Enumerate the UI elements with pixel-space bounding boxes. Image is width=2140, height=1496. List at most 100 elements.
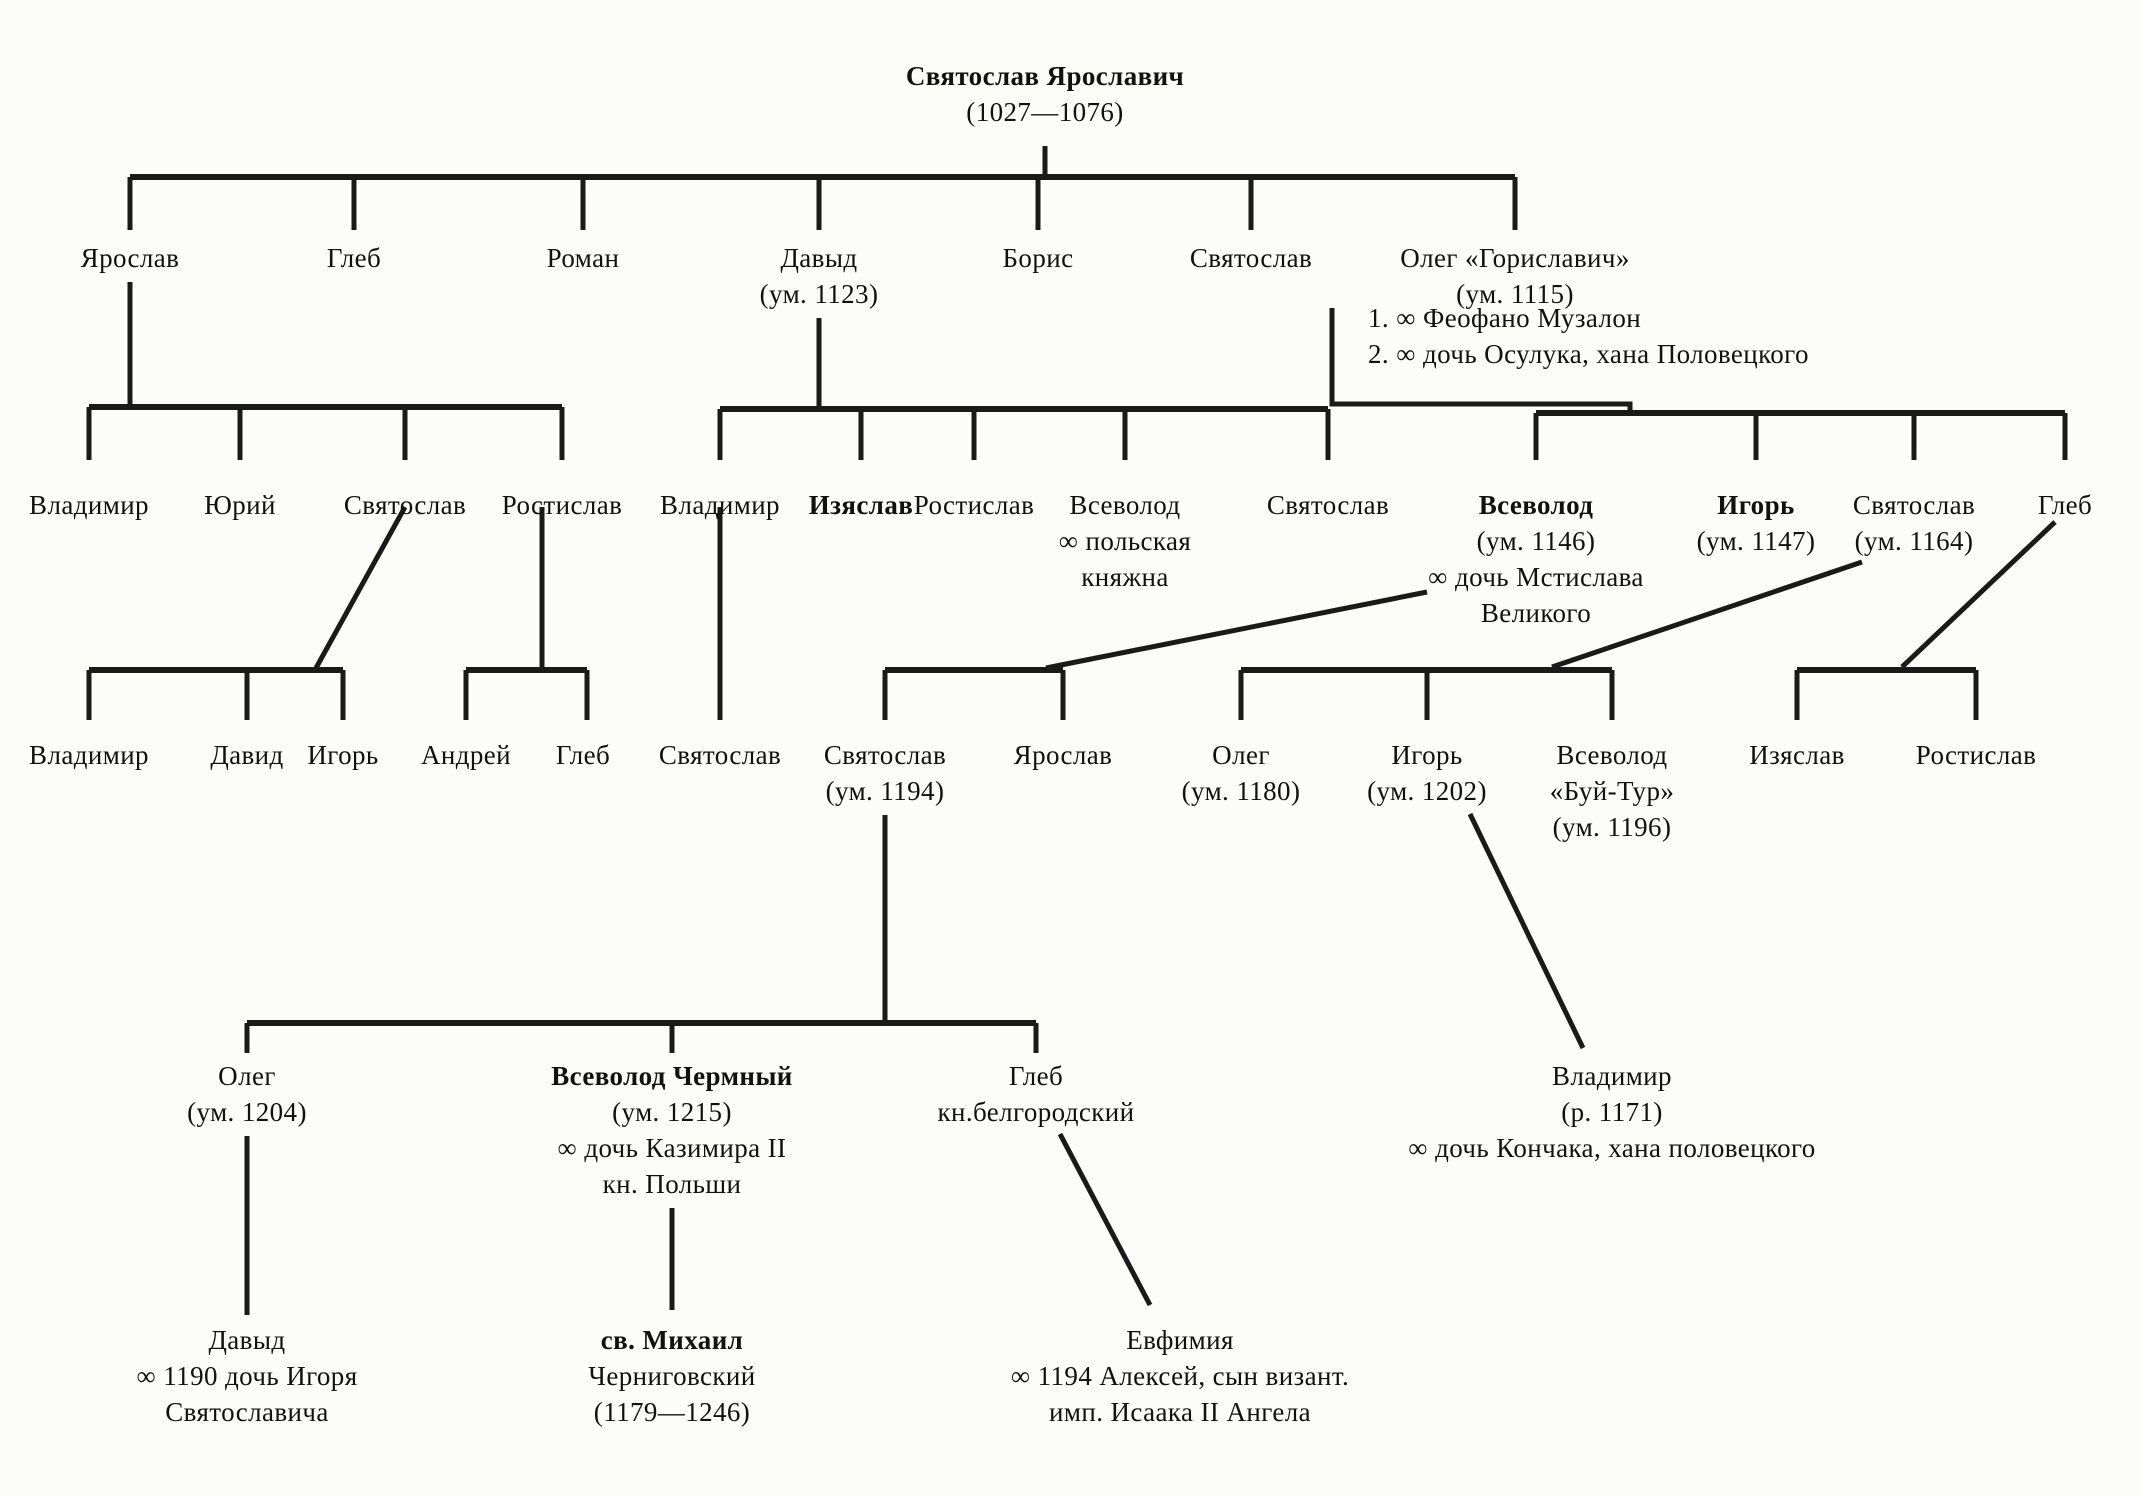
person-rostislav-1: Ростислав [502, 487, 623, 523]
person-oleg-gorislavich: Олег «Гориславич»(ум. 1115) [1400, 240, 1629, 312]
person-label-line: (ум. 1115) [1456, 279, 1574, 309]
person-label-line: (ум. 1202) [1367, 776, 1487, 806]
person-vladimir-2: Владимир [660, 487, 780, 523]
person-label-line: Святослав [823, 740, 947, 770]
person-label-line: Давыд [208, 1325, 286, 1355]
person-evfimiya: Евфимия ∞ 1194 Алексей, сын визант. имп. И… [1011, 1322, 1349, 1430]
person-label-line: Всеволод [1478, 490, 1594, 520]
person-izyaslav-2: Изяслав [1749, 737, 1845, 773]
person-oleg-1204: Олег (ум. 1204) [187, 1058, 307, 1130]
person-svyatoslav-1194: Святослав (ум. 1194) [824, 737, 946, 809]
person-label-line: Глеб [2037, 490, 2093, 520]
person-rostislav-2: Ростислав [914, 487, 1035, 523]
person-label-line: Ростислав [913, 490, 1035, 520]
person-label-line: (ум. 1146) [1476, 526, 1596, 556]
person-label-line: Великого [1480, 598, 1592, 628]
person-label-line: (ум. 1147) [1696, 526, 1816, 556]
person-label-line: (ум. 1180) [1181, 776, 1301, 806]
person-label-line: Святослав [1266, 490, 1390, 520]
person-vsevolod-1: Всеволод ∞ польская княжна [1059, 487, 1191, 595]
person-label-line: (ум. 1164) [1854, 526, 1974, 556]
connector-line [1057, 1132, 1153, 1307]
person-label-line: Изяслав [808, 490, 914, 520]
person-label-line: 1. ∞ Феофано Музалон [1368, 303, 1642, 333]
person-label-line: Ярослав [80, 243, 180, 273]
person-roman: Роман [547, 240, 620, 276]
person-label-line: Юрий [204, 490, 276, 520]
person-label-line: кн. Польши [602, 1169, 742, 1199]
person-label-line: (р. 1171) [1561, 1097, 1663, 1127]
person-david: Давид [210, 737, 283, 773]
person-label-line: Всеволод [1556, 740, 1668, 770]
person-label-line: (1179—1246) [593, 1397, 751, 1427]
person-oleg-marriage-notes: 1. ∞ Феофано Музалон 2. ∞ дочь Осулука, х… [1368, 300, 1809, 372]
person-label-line: Владимир [29, 740, 149, 770]
person-rostislav-3: Ростислав [1916, 737, 2037, 773]
person-label-line: (ум. 1215) [612, 1097, 732, 1127]
person-igor-2: Игорь [307, 737, 378, 773]
person-label-line: Давыд [780, 243, 858, 273]
person-label-line: Глеб [326, 243, 382, 273]
person-label-line: (ум. 1194) [825, 776, 945, 806]
person-label-line: Глеб [555, 740, 611, 770]
person-label-line: ∞ дочь Казимира II [557, 1133, 787, 1163]
person-label-line: Черниговский [588, 1361, 756, 1391]
person-label-line: ∞ дочь Кончака, хана половецкого [1408, 1133, 1816, 1163]
person-svyatoslav-yaroslavich: Святослав Ярославич(1027—1076) [906, 58, 1184, 130]
person-izyaslav-1: Изяслав [809, 487, 913, 523]
person-label-line: Борис [1002, 243, 1074, 273]
person-label-line: Глеб [1008, 1061, 1064, 1091]
person-label-line: Всеволод Чермный [551, 1061, 793, 1091]
person-label-line: Игорь [1717, 490, 1795, 520]
person-vladimir-1: Владимир [29, 487, 149, 523]
person-label-line: (ум. 1196) [1552, 812, 1672, 842]
person-gleb-3: Глеб [556, 737, 610, 773]
connector-line [313, 505, 408, 670]
person-label-line: Евфимия [1126, 1325, 1234, 1355]
person-label-line: Олег [1212, 740, 1270, 770]
connector-line [1551, 559, 1863, 670]
person-label-line: Святослав [658, 740, 782, 770]
person-label-line: имп. Исаака II Ангела [1049, 1397, 1311, 1427]
person-yaroslav: Ярослав [81, 240, 180, 276]
person-label-line: св. Михаил [600, 1325, 744, 1355]
person-label-line: кн.белгородский [937, 1097, 1135, 1127]
person-vsevolod-buy-tur: Всеволод «Буй-Тур» (ум. 1196) [1550, 737, 1675, 845]
person-label-line: Игорь [1391, 740, 1463, 770]
connector-line [1329, 308, 1633, 413]
person-svyatoslav-3: Святослав [1267, 487, 1389, 523]
person-label-line: Игорь [307, 740, 379, 770]
person-boris: Борис [1003, 240, 1074, 276]
person-label-line: (ум. 1204) [187, 1097, 307, 1127]
person-label-line: «Буй-Тур» [1549, 776, 1675, 806]
person-label-line: (ум. 1123) [759, 279, 879, 309]
person-label-line: Изяслав [1749, 740, 1845, 770]
connector-line [1045, 589, 1428, 671]
person-label-line: ∞ польская [1058, 526, 1192, 556]
person-label-line: Владимир [1552, 1061, 1672, 1091]
person-svyatoslav-1164: Святослав(ум. 1164) [1853, 487, 1975, 559]
person-label-line: ∞ дочь Мстислава [1428, 562, 1644, 592]
person-gleb-2: Глеб [2038, 487, 2092, 523]
person-gleb: Глеб [327, 240, 381, 276]
person-label-line: (1027—1076) [966, 97, 1124, 127]
person-svyatoslav-2: Святослав [344, 487, 466, 523]
person-oleg-1180: Олег (ум. 1180) [1182, 737, 1301, 809]
person-label-line: Роман [546, 243, 620, 273]
person-label-line: ∞ 1194 Алексей, сын визант. [1010, 1361, 1350, 1391]
person-label-line: княжна [1081, 562, 1169, 592]
person-label-line: Всеволод [1069, 490, 1181, 520]
person-vsevolod-chermny: Всеволод Чермный (ум. 1215) ∞ дочь Казимир… [551, 1058, 793, 1202]
person-label-line: ∞ 1190 дочь Игоря [136, 1361, 358, 1391]
person-label-line: 2. ∞ дочь Осулука, хана Половецкого [1368, 339, 1809, 369]
person-label-line: Святославича [165, 1397, 329, 1427]
person-label-line: Давид [210, 740, 284, 770]
connector-line [1900, 520, 2057, 669]
person-vladimir-3: Владимир [29, 737, 149, 773]
person-label-line: Олег [218, 1061, 276, 1091]
